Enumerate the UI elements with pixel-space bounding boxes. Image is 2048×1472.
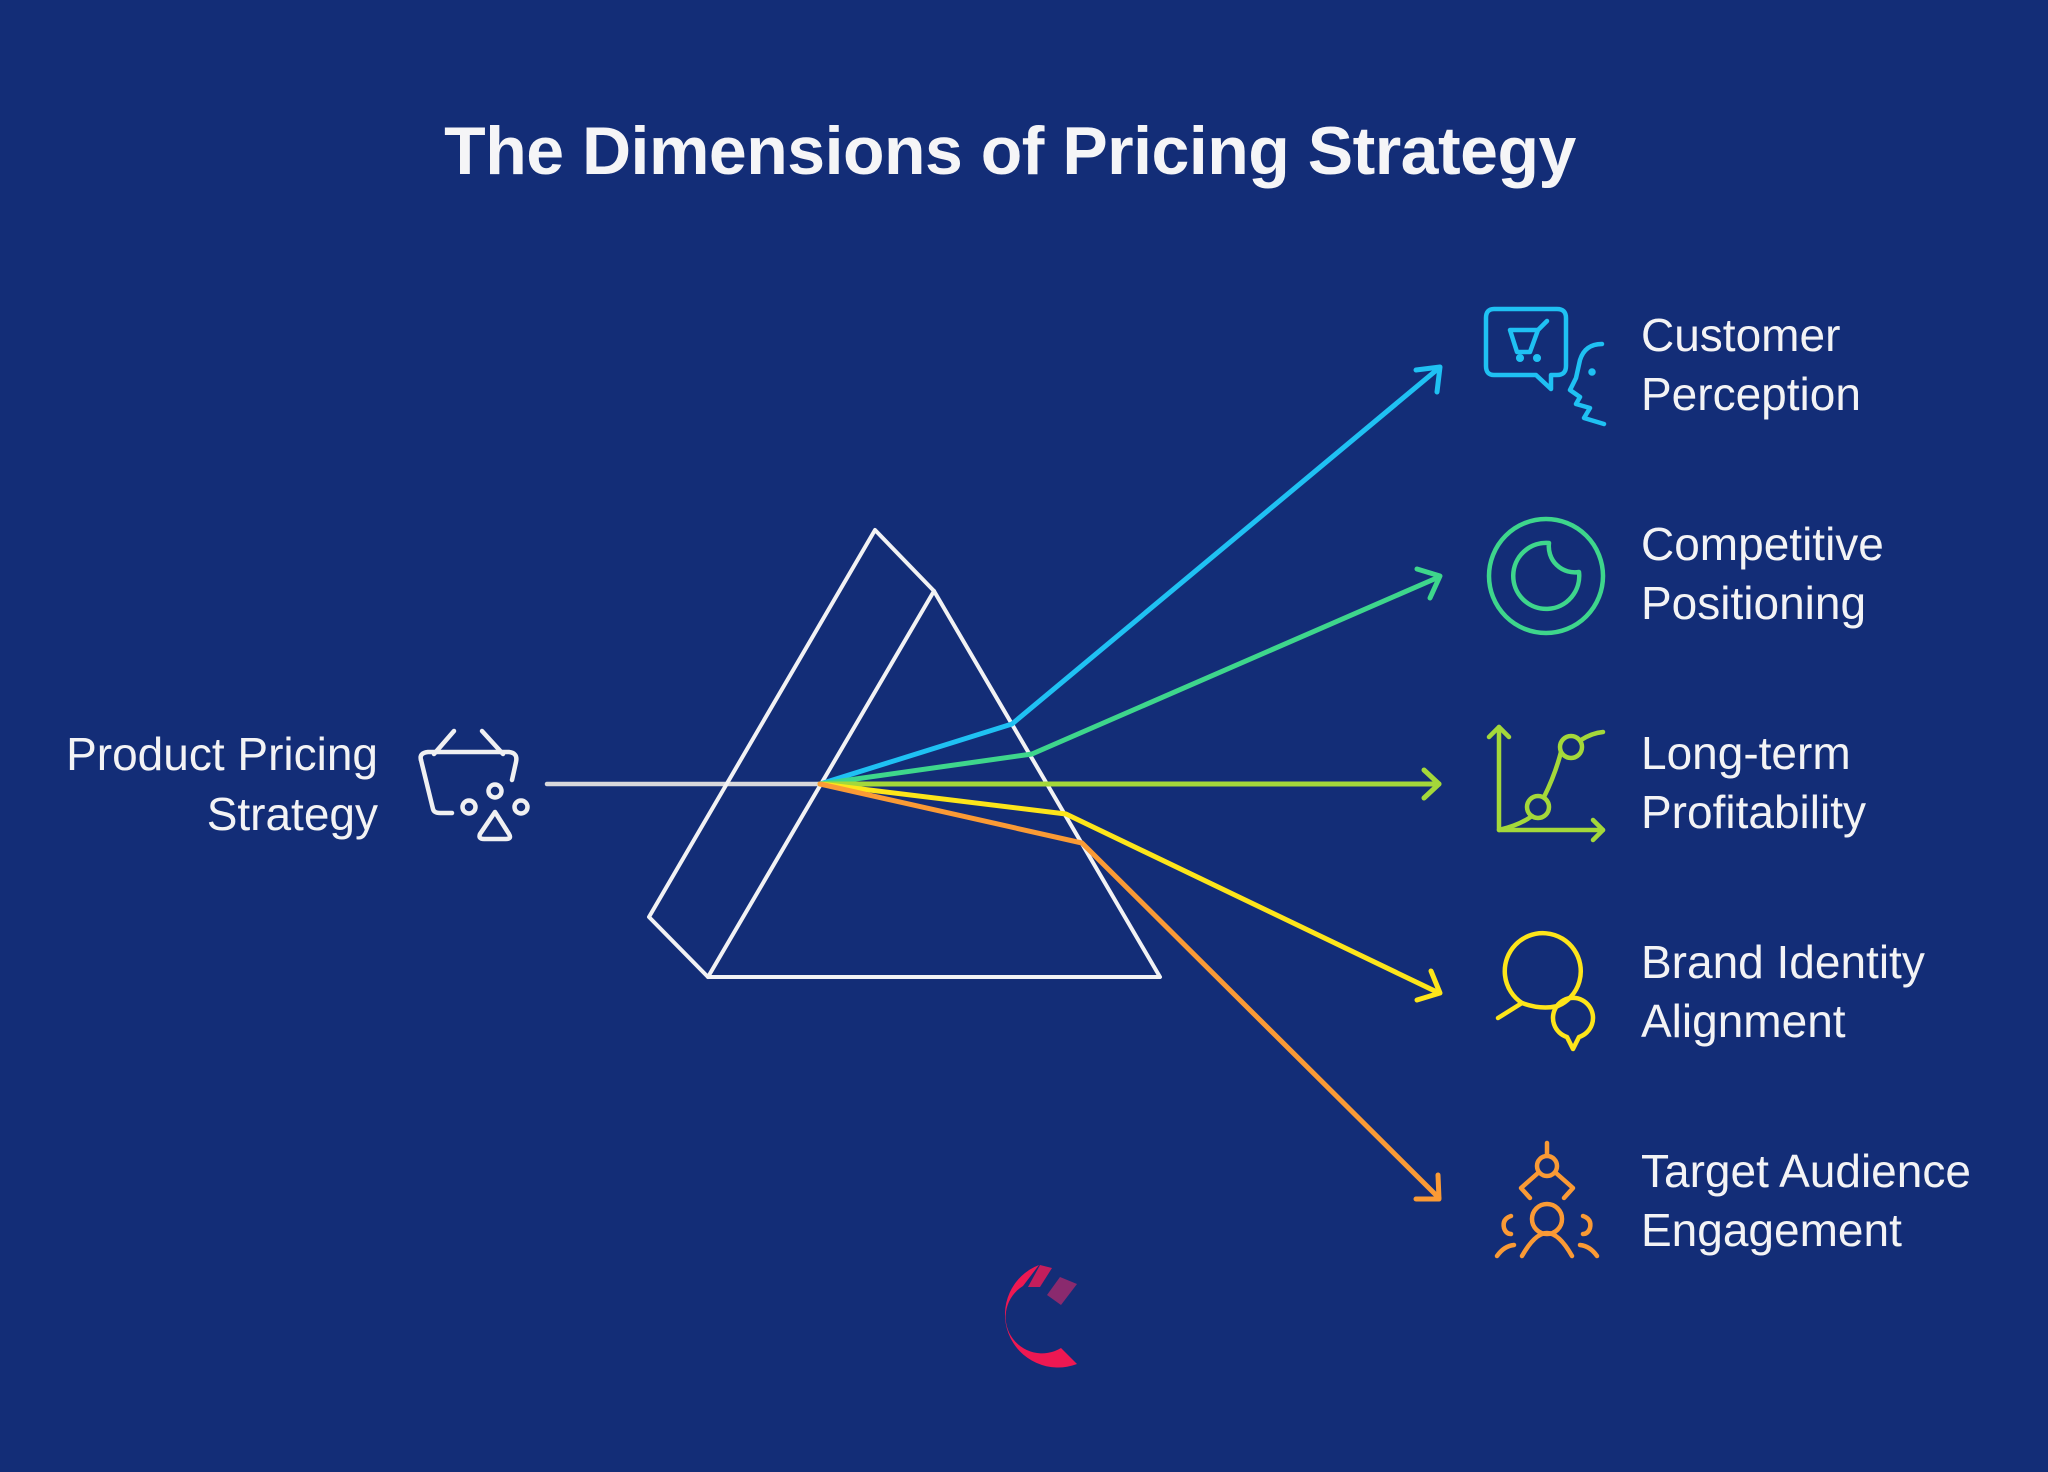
speech-bubbles-icon (1495, 930, 1596, 1052)
brand-c-logo-icon (1004, 1265, 1077, 1368)
dimension-label-target-audience-engagement: Target Audience Engagement (1641, 1142, 1971, 1260)
prism-shape (647, 528, 1162, 979)
label-line1: Target Audience (1641, 1145, 1971, 1197)
label-line2: Engagement (1641, 1204, 1902, 1256)
source-label-line2: Strategy (206, 788, 378, 840)
diagram-title: The Dimensions of Pricing Strategy (444, 113, 1576, 189)
source-label: Product Pricing Strategy (66, 724, 378, 844)
label-line2: Alignment (1641, 995, 1846, 1047)
label-line2: Positioning (1641, 577, 1867, 629)
label-line1: Long-term (1641, 727, 1851, 779)
label-line2: Profitability (1641, 786, 1866, 838)
audience-target-icon (1494, 1140, 1600, 1259)
shopping-basket-shapes-icon (418, 728, 530, 842)
label-line1: Customer (1641, 309, 1841, 361)
circle-moon-icon (1486, 516, 1606, 636)
label-line2: Perception (1641, 368, 1861, 420)
ray-long-term-profitability (817, 767, 1442, 801)
growth-chart-icon (1486, 724, 1606, 843)
ray-target-audience-engagement (817, 781, 1442, 1202)
cart-speech-face-icon (1483, 306, 1607, 427)
source-label-line1: Product Pricing (66, 728, 378, 780)
label-line1: Brand Identity (1641, 936, 1925, 988)
ray-customer-perception (817, 364, 1443, 787)
dimension-label-long-term-profitability: Long-term Profitability (1641, 724, 1866, 842)
dimension-label-competitive-positioning: Competitive Positioning (1641, 515, 1884, 633)
ray-competitive-positioning (817, 566, 1443, 787)
dimension-label-customer-perception: Customer Perception (1641, 306, 1861, 424)
dimension-label-brand-identity-alignment: Brand Identity Alignment (1641, 933, 1925, 1051)
ray-brand-identity-alignment (817, 781, 1443, 1003)
label-line1: Competitive (1641, 518, 1884, 570)
